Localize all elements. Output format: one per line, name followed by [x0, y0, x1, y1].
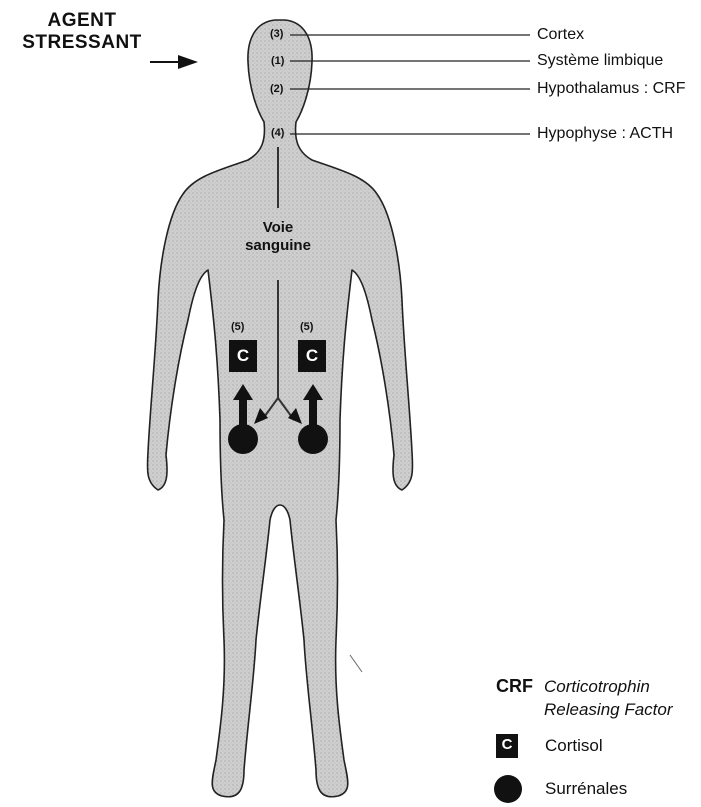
pathway-label: Voie sanguine: [228, 219, 328, 255]
stressor-arrowhead: [178, 55, 198, 69]
cortisol-symbol-right: C: [298, 346, 326, 366]
label-limbic-system: Système limbique: [537, 52, 663, 70]
legend-crf-definition: Corticotrophin Releasing Factor: [544, 675, 673, 721]
legend-surrenales-label: Surrénales: [545, 779, 627, 799]
adrenal-gland-left: [228, 424, 258, 454]
brain-num-cortex: (3): [270, 28, 283, 40]
label-hypothalamus: Hypothalamus : CRF: [537, 80, 686, 98]
brain-num-hypophyse: (4): [271, 127, 284, 139]
pathway-line2: sanguine: [228, 237, 328, 255]
legend-crf-line2: Releasing Factor: [544, 698, 673, 721]
pathway-line1: Voie: [228, 219, 328, 237]
legend-crf-abbr: CRF: [496, 676, 533, 697]
legend-surrenales-dot: [494, 775, 522, 803]
stressor-label: AGENT STRESSANT: [12, 10, 152, 54]
label-hypophyse: Hypophyse : ACTH: [537, 125, 673, 143]
legend-crf-line1: Corticotrophin: [544, 675, 673, 698]
legend-cortisol-label: Cortisol: [545, 736, 603, 756]
stressor-line2: STRESSANT: [12, 32, 152, 54]
body-shading-line: [350, 655, 362, 672]
brain-num-hypothalamus: (2): [270, 83, 283, 95]
legend-cortisol-symbol: C: [496, 736, 518, 753]
brain-num-limbic: (1): [271, 55, 284, 67]
cortisol-symbol-left: C: [229, 346, 257, 366]
adrenal-num-left: (5): [231, 321, 244, 333]
stressor-line1: AGENT: [12, 10, 152, 32]
label-cortex: Cortex: [537, 26, 584, 44]
adrenal-gland-right: [298, 424, 328, 454]
adrenal-num-right: (5): [300, 321, 313, 333]
